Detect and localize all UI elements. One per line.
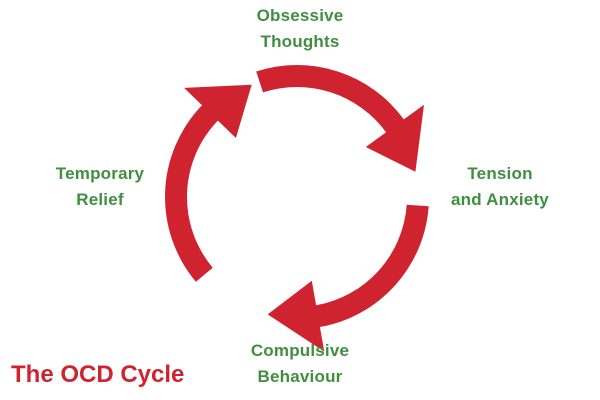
stage-compulsive-line1: Compulsive: [250, 341, 350, 360]
diagram-title: The OCD Cycle: [11, 361, 185, 388]
stage-obsessive-line2: Thoughts: [260, 32, 340, 51]
stage-tension-line1: Tension: [467, 164, 533, 183]
stage-relief-line1: Temporary: [55, 164, 145, 183]
stage-tension-anxiety: Tension and Anxiety: [425, 161, 575, 213]
arrow-relief-to-obsessive: [165, 84, 252, 282]
stage-obsessive-thoughts: Obsessive Thoughts: [220, 3, 380, 55]
stage-tension-line2: and Anxiety: [451, 190, 549, 209]
stage-obsessive-line1: Obsessive: [256, 6, 344, 25]
arrow-obsessive-to-tension: [256, 65, 424, 172]
arrow-tension-to-compulsive: [267, 204, 429, 352]
stage-compulsive-line2: Behaviour: [257, 367, 343, 386]
stage-compulsive-behaviour: Compulsive Behaviour: [220, 338, 380, 390]
stage-relief-line2: Relief: [76, 190, 124, 209]
stage-temporary-relief: Temporary Relief: [25, 161, 175, 213]
